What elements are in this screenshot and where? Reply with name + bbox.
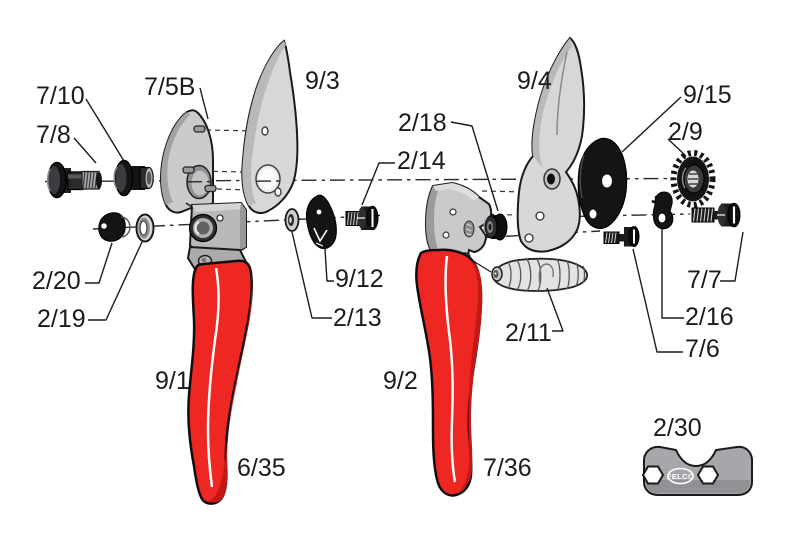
label-7-6: 7/6 [685,335,720,363]
label-2-9: 2/9 [668,118,703,146]
label-7-8: 7/8 [36,121,71,149]
bolt-7-8 [46,161,102,199]
label-9-3: 9/3 [305,67,340,95]
label-2-13: 2/13 [333,304,382,332]
label-9-2: 9/2 [383,367,418,395]
label-9-15: 9/15 [683,81,732,109]
wrench-2-30: FELCO [641,445,753,496]
bushing-7-10 [113,159,154,197]
felco-logo-text: FELCO [667,472,694,481]
label-7-7: 7/7 [687,266,722,294]
label-7-10: 7/10 [36,82,85,110]
spring-2-11 [491,257,588,293]
nut-2-20 [98,212,131,242]
handle-9-2 [415,181,493,497]
screw-2-14 [345,205,379,231]
screw-7-7 [691,202,741,228]
blade-pins-7-5b [182,125,217,193]
label-2-16: 2/16 [685,303,734,331]
thumb-catch-9-12 [305,194,337,249]
pivot-bearing [188,213,218,243]
leader-lines [73,87,744,353]
felco-logo: FELCO [667,467,694,485]
label-2-20: 2/20 [32,267,81,295]
label-7-5b: 7/5B [144,73,195,101]
screw-7-6 [603,226,640,247]
part-labels: 7/10 7/8 7/5B 9/3 2/18 2/14 9/4 9/15 2/9… [32,67,734,482]
handle-grip-6-35 [187,259,254,505]
handle-grip-7-36 [415,248,483,497]
label-9-1: 9/1 [155,367,190,395]
label-2-11: 2/11 [505,319,552,347]
counter-blade-9-4 [516,36,586,253]
hex-hole-left [641,465,665,485]
label-2-14: 2/14 [397,147,446,175]
washer-2-13 [284,208,300,232]
felco-stamp [463,220,475,238]
nut-2-18 [483,213,508,241]
ring-2-19 [135,213,155,243]
hex-hole-right [696,465,720,485]
blade-9-3 [241,39,299,215]
label-2-30: 2/30 [653,414,702,442]
label-2-18: 2/18 [398,109,447,137]
label-9-12: 9/12 [335,265,384,293]
label-6-35: 6/35 [237,454,286,482]
label-9-4: 9/4 [517,67,552,95]
plate-9-15 [577,137,628,230]
handle-9-1 [160,109,254,505]
key-2-16 [651,191,674,230]
sprocket-nut-2-9 [670,150,716,208]
label-2-19: 2/19 [37,305,86,333]
label-7-36: 7/36 [483,454,532,482]
